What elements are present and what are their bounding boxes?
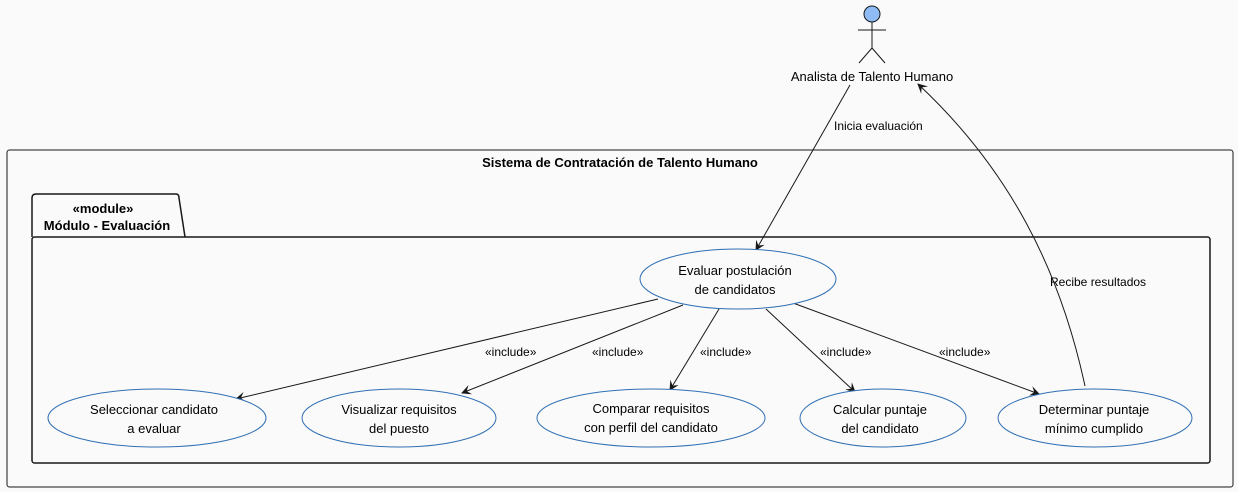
actor-head bbox=[863, 5, 881, 23]
actor-analista bbox=[858, 5, 886, 64]
use-case-seleccionar: Seleccionar candidato a evaluar bbox=[47, 388, 267, 448]
use-case-comparar-line2: con perfil del candidato bbox=[584, 420, 718, 435]
include-determinar bbox=[792, 302, 1040, 396]
use-case-calcular-line2: del candidato bbox=[841, 421, 918, 436]
use-case-seleccionar-line1: Seleccionar candidato bbox=[90, 402, 218, 417]
use-case-visualizar-line1: Visualizar requisitos bbox=[341, 402, 457, 417]
use-case-evaluar-line2: de candidatos bbox=[695, 282, 776, 297]
include-label-determinar: «include» bbox=[939, 345, 991, 359]
use-case-calcular: Calcular puntaje del candidato bbox=[799, 388, 967, 448]
include-comparar bbox=[669, 308, 720, 391]
use-case-evaluar: Evaluar postulación de candidatos bbox=[639, 248, 837, 310]
module-stereotype: «module» bbox=[73, 201, 134, 216]
relation-recibe-resultados bbox=[917, 83, 1086, 387]
relation-inicia-evaluacion bbox=[755, 84, 851, 251]
use-case-visualizar-line2: del puesto bbox=[369, 421, 429, 436]
use-case-determinar: Determinar puntaje mínimo cumplido bbox=[997, 388, 1193, 448]
use-case-seleccionar-line2: a evaluar bbox=[127, 421, 181, 436]
use-case-comparar: Comparar requisitos con perfil del candi… bbox=[536, 388, 766, 448]
use-case-calcular-line1: Calcular puntaje bbox=[833, 402, 927, 417]
include-label-calcular: «include» bbox=[820, 345, 872, 359]
system-title: Sistema de Contratación de Talento Human… bbox=[482, 155, 758, 170]
module-name: Módulo - Evaluación bbox=[44, 218, 170, 233]
include-calcular bbox=[765, 308, 856, 393]
use-case-determinar-line1: Determinar puntaje bbox=[1039, 402, 1150, 417]
include-label-seleccionar: «include» bbox=[485, 345, 537, 359]
use-case-determinar-line2: mínimo cumplido bbox=[1045, 421, 1143, 436]
include-label-visualizar: «include» bbox=[592, 345, 644, 359]
include-seleccionar bbox=[235, 298, 659, 402]
module-package-tab bbox=[31, 193, 186, 238]
relation-inicia-label: Inicia evaluación bbox=[834, 119, 923, 133]
include-visualizar bbox=[461, 304, 684, 395]
use-case-evaluar-line1: Evaluar postulación bbox=[678, 263, 791, 278]
relation-recibe-label: Recibe resultados bbox=[1050, 275, 1146, 289]
use-case-comparar-line1: Comparar requisitos bbox=[592, 401, 710, 416]
module-package bbox=[31, 236, 1211, 464]
include-label-comparar: «include» bbox=[700, 345, 752, 359]
use-case-visualizar: Visualizar requisitos del puesto bbox=[301, 388, 497, 448]
actor-name: Analista de Talento Humano bbox=[791, 69, 953, 84]
